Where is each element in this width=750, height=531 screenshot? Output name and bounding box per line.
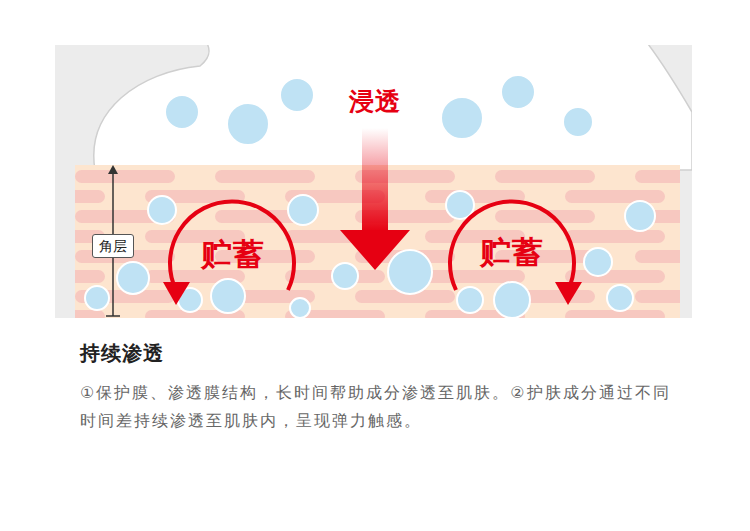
- ingredient-bubbles: [85, 75, 655, 318]
- store-label: 贮蓄: [201, 234, 265, 276]
- dimension-arrow: [108, 165, 118, 174]
- store-arrow-left: [170, 201, 294, 290]
- arrow-head: [163, 282, 190, 305]
- layer-tag-text: 角层: [99, 237, 127, 255]
- penetrate-arrow-head: [340, 230, 410, 270]
- cream-cloud: [94, 45, 692, 170]
- section-caption: ①保护膜、渗透膜结构，长时间帮助成分渗透至肌肤。②护肤成分通过不同时间差持续渗透…: [80, 379, 672, 435]
- section-title: 持续渗透: [80, 340, 164, 367]
- layer-tag-box: 角层: [92, 234, 134, 258]
- store-arrow-right: [450, 201, 574, 290]
- dimension-tick: [106, 315, 120, 317]
- store-label: 贮蓄: [480, 232, 544, 274]
- penetrate-label: 浸透: [349, 85, 401, 118]
- penetrate-arrow-shaft: [362, 128, 388, 232]
- arrow-head: [555, 282, 582, 305]
